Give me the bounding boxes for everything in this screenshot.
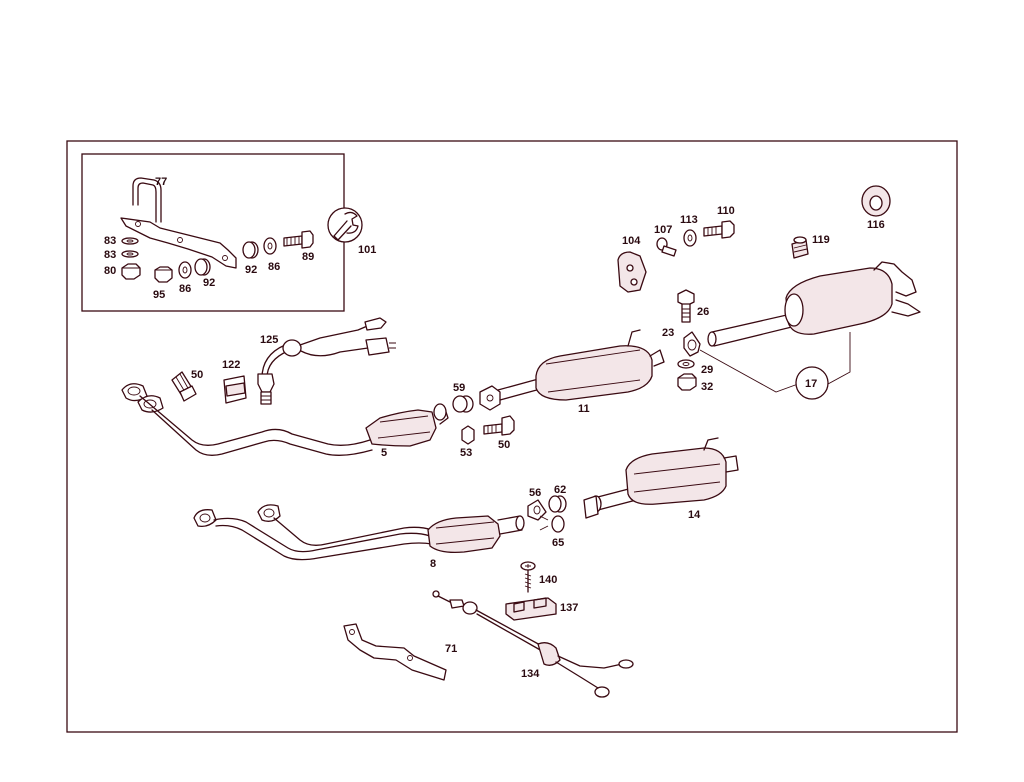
label-119: 119: [812, 234, 830, 246]
bushing-92a: [194, 258, 211, 276]
oxygen-sensor-125: [257, 317, 396, 405]
label-26: 26: [697, 306, 709, 318]
part-labels: 77 83 83 80 95 86 92 92 86 89 101 125 12…: [104, 176, 885, 680]
rear-muffler-17: [699, 261, 921, 400]
nut-53: [461, 425, 475, 445]
wrench-icon-101: [327, 207, 363, 243]
bolt-110: [703, 220, 735, 239]
label-134: 134: [521, 668, 540, 680]
label-107: 107: [654, 224, 672, 236]
mounting-bracket: [120, 217, 237, 269]
label-77: 77: [155, 176, 167, 188]
clamp-23: [683, 331, 701, 357]
screw-140: [520, 561, 536, 593]
washer-83b: [121, 250, 139, 258]
washer-113: [683, 229, 697, 247]
bushing-92b: [242, 241, 259, 259]
label-17: 17: [805, 378, 817, 390]
nut-32: [677, 373, 697, 391]
label-11: 11: [578, 403, 590, 415]
label-53: 53: [460, 447, 472, 459]
label-59: 59: [453, 382, 465, 394]
label-104: 104: [622, 235, 641, 247]
bolt-50-left: [171, 371, 197, 402]
label-50-b: 50: [498, 439, 510, 451]
label-116: 116: [867, 219, 885, 231]
ring-65: [539, 515, 565, 533]
washer-86b: [263, 237, 277, 255]
label-83-a: 83: [104, 235, 116, 247]
bracket-71: [343, 623, 447, 681]
label-95: 95: [153, 289, 165, 301]
label-140: 140: [539, 574, 557, 586]
washer-83a: [121, 237, 139, 245]
washer-29: [677, 359, 695, 369]
label-86-a: 86: [179, 283, 191, 295]
label-29: 29: [701, 364, 713, 376]
label-89: 89: [302, 251, 314, 263]
nut-95: [154, 266, 173, 283]
label-92-b: 92: [245, 264, 257, 276]
label-32: 32: [701, 381, 713, 393]
rubber-mount-119: [791, 236, 809, 259]
washer-62: [548, 495, 567, 513]
label-62: 62: [554, 484, 566, 496]
washer-86a: [178, 261, 192, 279]
hanger-104: [617, 251, 647, 293]
label-71: 71: [445, 643, 457, 655]
bolt-26: [677, 289, 695, 323]
nut-80: [121, 263, 141, 280]
bolt-107: [656, 237, 677, 257]
rubber-hanger-122: [223, 375, 247, 404]
label-80: 80: [104, 265, 116, 277]
cable-134: [432, 590, 634, 698]
front-pipe-5: [121, 383, 449, 456]
label-83-b: 83: [104, 249, 116, 261]
label-14: 14: [688, 509, 701, 521]
rubber-ring-116: [861, 185, 891, 217]
label-92-a: 92: [203, 277, 215, 289]
label-5: 5: [381, 447, 387, 459]
label-113: 113: [680, 214, 698, 226]
rear-pipe-muffler-14: [583, 437, 739, 519]
center-muffler-11: [479, 329, 665, 411]
label-8: 8: [430, 558, 436, 570]
label-110: 110: [717, 205, 735, 217]
clamp-56: [527, 499, 547, 521]
label-23: 23: [662, 327, 674, 339]
front-pipe-8: [193, 504, 525, 561]
label-101: 101: [358, 244, 376, 256]
label-50-a: 50: [191, 369, 203, 381]
bolt-50-center: [483, 415, 515, 436]
u-bolt-77: [132, 177, 162, 223]
diagram-frame: [66, 140, 958, 733]
label-56: 56: [529, 487, 541, 499]
label-65: 65: [552, 537, 564, 549]
label-125: 125: [260, 334, 278, 346]
nut-59: [452, 395, 474, 413]
label-86-b: 86: [268, 261, 280, 273]
label-137: 137: [560, 602, 578, 614]
label-122: 122: [222, 359, 240, 371]
bolt-89: [283, 230, 314, 249]
clip-137: [505, 597, 557, 621]
